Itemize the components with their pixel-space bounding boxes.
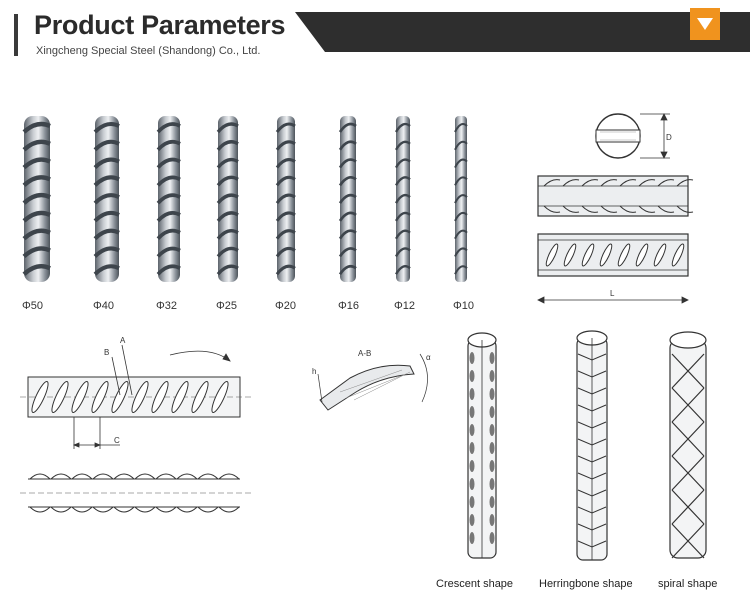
rebar-label-4: Φ25 [216,300,238,312]
rebar-bulb-elevation [20,473,252,513]
section-b-label: B [104,348,109,357]
rebar-2 [93,116,120,282]
section-a-label: A [120,336,126,345]
diameter-dimension [640,113,670,159]
length-dimension [537,296,689,304]
spacing-dimension [72,417,120,449]
rebar-7 [394,116,411,282]
spiral-shape-illustration [669,331,707,559]
rebar-label-5: Φ20 [275,300,297,312]
shape-label-spiral: spiral shape [658,578,718,590]
rebar-label-1: Φ50 [22,300,44,312]
rebar-label-7: Φ12 [394,300,416,312]
herringbone-shape-illustration [576,330,608,561]
company-name: Xingcheng Special Steel (Shandong) Co., … [36,45,261,57]
rib-section-diagram: A-B h α [312,349,431,411]
shape-label-crescent: Crescent shape [436,578,514,590]
page-title: Product Parameters [34,10,286,40]
rebar-label-8: Φ10 [453,300,475,312]
header-banner [295,12,750,52]
diameter-label: D [666,133,672,142]
rebar-side-view-upper [537,175,694,217]
rebar-1 [22,116,51,282]
section-markers [111,344,231,396]
rib-section-label: A-B [358,349,371,358]
rebar-rib-elevation [20,376,252,418]
rib-height-label: h [312,367,316,376]
cross-section-circle [595,113,641,159]
rebar-3 [156,116,181,282]
chevron-button[interactable] [690,8,720,40]
rebar-label-6: Φ16 [338,300,360,312]
length-label: L [610,289,615,298]
spacing-c-label: C [114,436,120,445]
rib-angle-label: α [426,353,431,362]
rebar-4 [216,116,239,282]
rib-detail-diagram: A B C [20,336,252,513]
rib-dimensions [317,353,428,403]
accent-bar [14,14,18,56]
rebar-5 [275,116,296,282]
rebar-label-2: Φ40 [93,300,115,312]
rebar-6 [338,116,357,282]
rebar-label-3: Φ32 [156,300,178,312]
chevron-down-icon [697,18,713,30]
header: Product Parameters Xingcheng Special Ste… [0,0,750,62]
cross-section-diagram: D L [537,113,694,304]
shape-label-herringbone: Herringbone shape [539,578,633,590]
rebar-side-view-lower [537,233,689,277]
rib-profile [319,364,415,411]
rebar-8 [454,116,468,282]
crescent-shape-illustration [467,332,497,559]
